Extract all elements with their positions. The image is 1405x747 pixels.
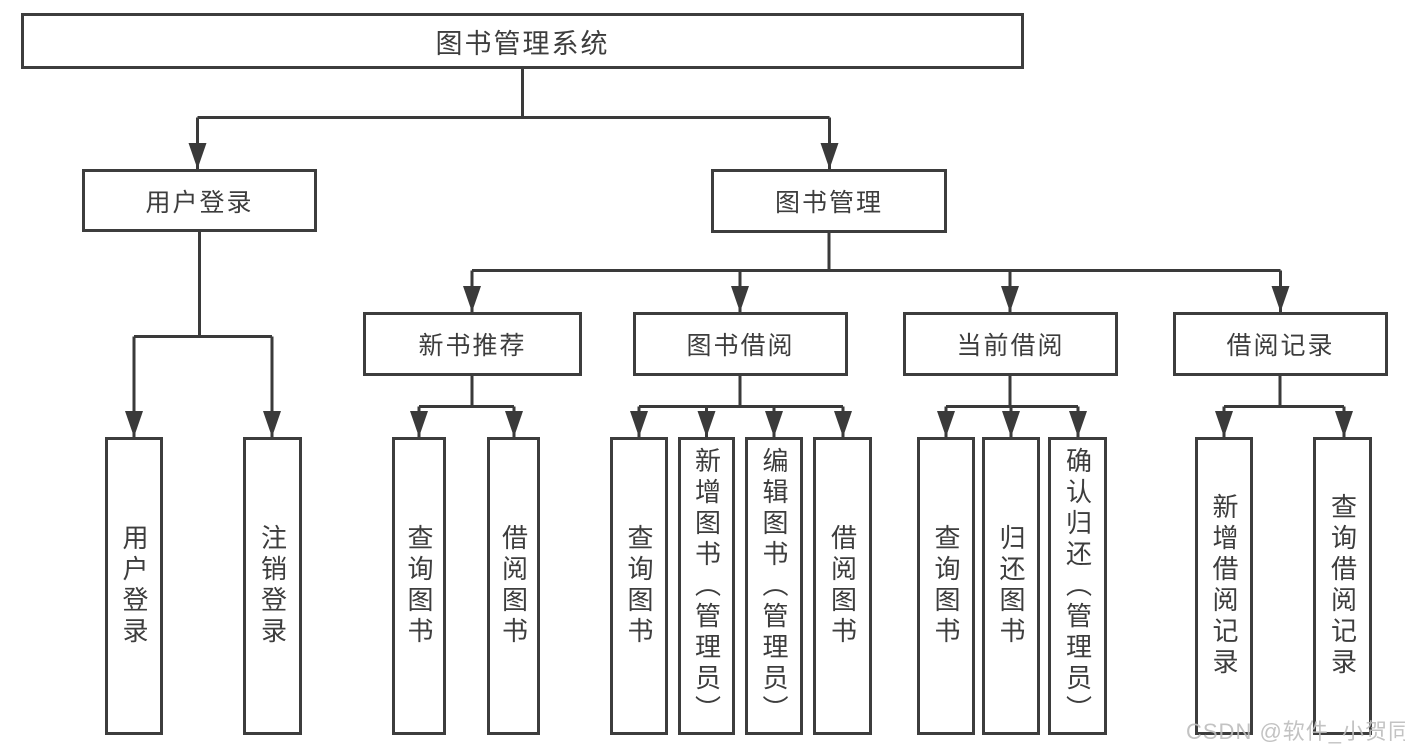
leaf-query-books-1: 查询图书 [392,437,446,735]
connector-borrowing-records-branch [1215,376,1353,437]
leaf-logout: 注销登录 [243,437,302,735]
leaf-add-book-admin: 新增图书（管理员） [678,437,735,735]
connector-new-book-recommend-branch [410,376,523,437]
csdn-watermark: CSDN @软件_小贺同学 [1186,719,1405,744]
leaf-user-login: 用户登录 [105,437,163,735]
leaf-add-borrow-record: 新增借阅记录 [1195,437,1253,735]
node-book-management: 图书管理 [711,169,947,233]
connector-book-borrowing-branch [630,376,852,437]
node-borrowing-records: 借阅记录 [1173,312,1388,376]
leaf-return-books: 归还图书 [982,437,1040,735]
node-book-borrowing: 图书借阅 [633,312,848,376]
node-new-book-recommend: 新书推荐 [363,312,582,376]
node-root-system: 图书管理系统 [21,13,1024,69]
leaf-borrow-books-1: 借阅图书 [487,437,540,735]
node-user-login: 用户登录 [82,169,317,232]
connector-root-to-level2 [188,68,839,169]
leaf-confirm-return-admin: 确认归还（管理员） [1048,437,1107,735]
leaf-query-borrow-record: 查询借阅记录 [1313,437,1372,735]
connector-current-borrowing-branch [937,376,1087,437]
leaf-query-books-3: 查询图书 [917,437,975,735]
connector-book-management-branch [463,233,1290,312]
node-current-borrowing: 当前借阅 [903,312,1118,376]
connector-user-login-branch [125,232,281,437]
leaf-query-books-2: 查询图书 [610,437,668,735]
leaf-borrow-books-2: 借阅图书 [813,437,872,735]
leaf-edit-book-admin: 编辑图书（管理员） [745,437,803,735]
